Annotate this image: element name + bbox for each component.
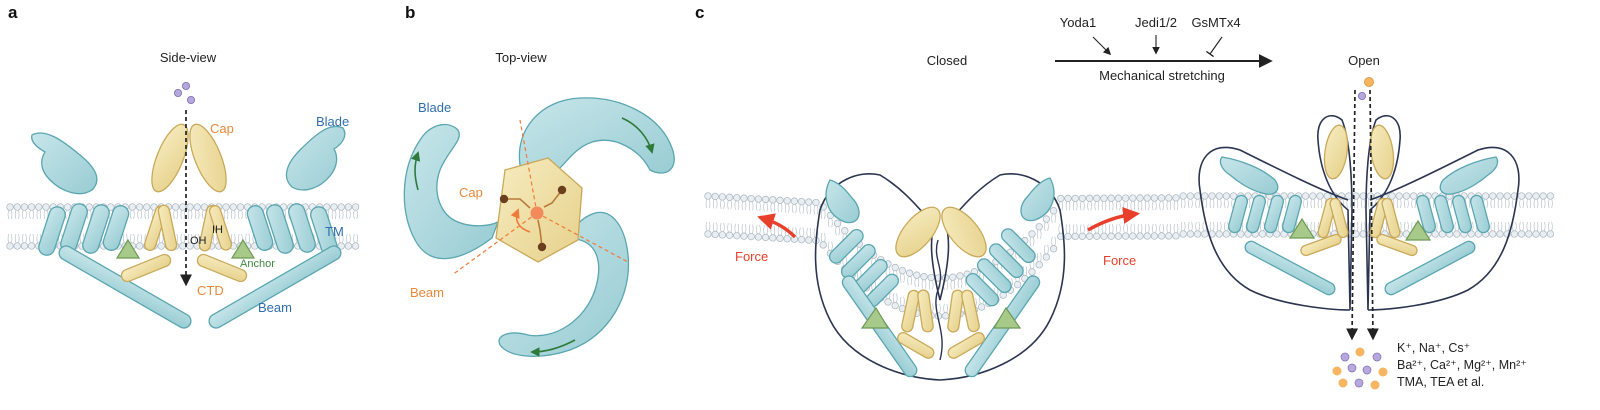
ion-open-orange bbox=[1364, 77, 1374, 87]
blade-left-a bbox=[31, 132, 98, 195]
panel-c-letter: c bbox=[695, 3, 704, 22]
permeation-arrow-open-1 bbox=[1346, 89, 1359, 341]
cap-right-a bbox=[189, 123, 227, 193]
force-label-left: Force bbox=[735, 249, 768, 264]
open-blade-right bbox=[1439, 156, 1499, 195]
closed-pore-line bbox=[935, 239, 943, 361]
blade-bottom-b bbox=[498, 211, 630, 357]
anchor-right-a bbox=[230, 238, 256, 259]
residue-dot-2-b bbox=[557, 185, 567, 195]
ions-monovalent: K⁺, Na⁺, Cs⁺ bbox=[1397, 341, 1470, 355]
closed-outline bbox=[814, 173, 1066, 381]
open-anchor-right bbox=[1404, 219, 1432, 241]
ions-organic: TMA, TEA et al. bbox=[1397, 375, 1484, 389]
force-arrow-right bbox=[1087, 206, 1141, 232]
closed-anchor-left bbox=[860, 306, 890, 329]
closed-channel bbox=[814, 173, 1066, 381]
cap-rotation-arrow-b bbox=[510, 208, 531, 233]
open-outline-right bbox=[1367, 146, 1520, 311]
label-blade-a: Blade bbox=[316, 114, 349, 129]
blade-right-a bbox=[285, 125, 346, 191]
closed-blade-right bbox=[1020, 177, 1055, 222]
permeation-arrow-open-2 bbox=[1366, 89, 1379, 341]
closed-blade-left bbox=[825, 179, 860, 224]
panel-a: a Side-view bbox=[6, 3, 360, 329]
panel-b: b Top-view Blade Cap Beam bbox=[403, 3, 675, 357]
ion-a-2 bbox=[181, 82, 190, 91]
ion-a-3 bbox=[186, 96, 195, 105]
label-cap-b: Cap bbox=[459, 185, 483, 200]
closed-pore-helices bbox=[897, 289, 985, 359]
modulator-gsmtx4: GsMTx4 bbox=[1191, 15, 1240, 30]
cap-linkers-b bbox=[504, 189, 563, 248]
panel-c: c Closed Open Yoda1 Jedi1/2 GsMTx4 Mecha… bbox=[695, 3, 1555, 390]
stretch-label: Mechanical stretching bbox=[1099, 68, 1225, 83]
closed-cap-left bbox=[895, 206, 941, 258]
panel-b-letter: b bbox=[405, 3, 415, 22]
open-channel bbox=[1198, 115, 1520, 311]
ion-a-1 bbox=[173, 89, 182, 98]
ion-cluster bbox=[1332, 347, 1388, 390]
panel-b-title: Top-view bbox=[495, 50, 547, 65]
force-label-right: Force bbox=[1103, 253, 1136, 268]
open-cap-left bbox=[1323, 124, 1349, 180]
rotation-arrow-2-b bbox=[411, 151, 421, 191]
gsmtx4-inhibit-line bbox=[1206, 36, 1223, 58]
blade-left-b bbox=[403, 123, 500, 260]
pore-center-b bbox=[530, 206, 544, 220]
label-tm-a: TM bbox=[325, 224, 344, 239]
label-ih-a: IH bbox=[212, 224, 223, 236]
open-inner-left bbox=[1317, 115, 1353, 311]
panel-a-title: Side-view bbox=[160, 50, 217, 65]
open-pore-helices bbox=[1300, 197, 1418, 257]
panel-a-letter: a bbox=[8, 3, 18, 22]
open-blade-left bbox=[1219, 156, 1279, 195]
open-cap-right bbox=[1369, 124, 1395, 180]
open-label: Open bbox=[1348, 53, 1380, 68]
label-cap-a: Cap bbox=[210, 121, 234, 136]
open-anchor-left bbox=[1288, 217, 1316, 239]
ctd-right-a bbox=[196, 253, 248, 283]
residue-dot-1-b bbox=[499, 194, 509, 204]
label-ctd-a: CTD bbox=[197, 283, 224, 298]
ion-open-purple bbox=[1358, 92, 1367, 101]
label-beam-a: Beam bbox=[258, 300, 292, 315]
open-beam-left bbox=[1244, 240, 1336, 296]
open-tm-helices bbox=[1227, 194, 1491, 234]
rotation-arrow-1-b bbox=[621, 117, 655, 154]
ions-divalent: Ba²⁺, Ca²⁺, Mg²⁺, Mn²⁺ bbox=[1397, 358, 1527, 372]
beam-right-a bbox=[208, 245, 342, 329]
residue-dot-3-b bbox=[537, 242, 547, 252]
label-beam-b: Beam bbox=[410, 285, 444, 300]
closed-cap-right bbox=[941, 206, 987, 258]
modulator-yoda1: Yoda1 bbox=[1060, 15, 1096, 30]
open-beam-right bbox=[1384, 240, 1476, 296]
ctd-left-a bbox=[120, 253, 172, 283]
closed-tm-helices bbox=[828, 228, 1036, 308]
pore-helices-a bbox=[143, 204, 233, 252]
tm-helices-a bbox=[38, 203, 338, 256]
label-blade-b: Blade bbox=[418, 100, 451, 115]
beam-dashed-lines-b bbox=[451, 119, 629, 276]
closed-label: Closed bbox=[927, 53, 967, 68]
label-oh-a: OH bbox=[190, 235, 207, 247]
yoda1-arrow bbox=[1092, 36, 1112, 56]
open-inner-right bbox=[1365, 115, 1401, 311]
closed-anchor-right bbox=[992, 306, 1022, 329]
cap-left-a bbox=[151, 123, 189, 193]
force-arrow-left bbox=[757, 213, 797, 239]
label-anchor-a: Anchor bbox=[240, 258, 275, 270]
anchor-left-a bbox=[115, 238, 141, 259]
modulator-jedi: Jedi1/2 bbox=[1135, 15, 1177, 30]
rotation-arrow-3-b bbox=[530, 339, 576, 357]
open-outline-left bbox=[1198, 146, 1351, 311]
